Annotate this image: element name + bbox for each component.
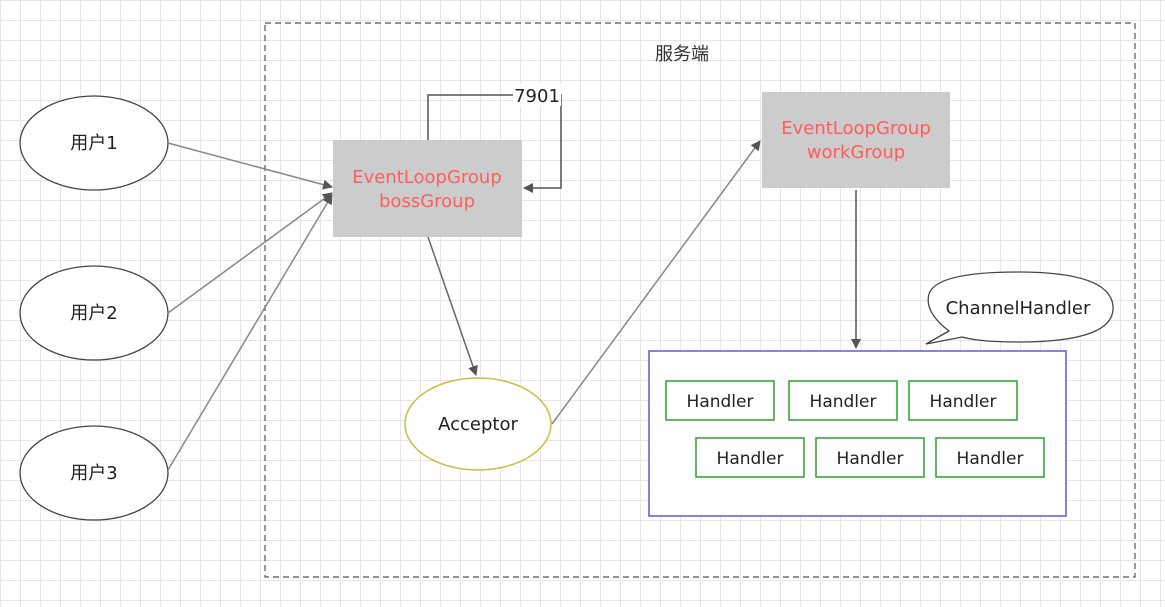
server-boundary [264,22,1136,578]
user-node-1: 用户1 [19,95,169,191]
worker-group-line1: EventLoopGroup [781,118,931,139]
server-title: 服务端 [655,44,709,65]
handler-label-2: Handler [810,392,877,412]
user-label-1: 用户1 [70,133,117,154]
user-node-2: 用户2 [19,265,169,361]
acceptor-label: Acceptor [438,414,518,435]
arrow-acceptor-worker [551,140,761,425]
handler-label-6: Handler [957,449,1024,469]
user-label-2: 用户2 [70,303,117,324]
port-label: 7901 [514,86,560,107]
arrow-user1-boss [167,142,333,190]
boss-group-line2: bossGroup [379,191,475,212]
handler-box-3: Handler [908,380,1018,421]
handler-box-5: Handler [815,437,925,478]
arrow-user2-boss [167,192,333,314]
handler-label-3: Handler [930,392,997,412]
handler-label-1: Handler [687,392,754,412]
handler-box-6: Handler [935,437,1045,478]
channel-handler-callout: ChannelHandler [925,271,1114,345]
boss-group-box [333,140,522,237]
handler-box-4: Handler [695,437,805,478]
user-label-3: 用户3 [70,463,117,484]
handler-container [648,350,1067,517]
worker-group-line2: workGroup [807,142,905,163]
acceptor-node: Acceptor [404,377,552,471]
arrow-boss-acceptor [427,236,478,376]
arrow-user3-boss [167,194,333,471]
handler-box-2: Handler [788,380,898,421]
boss-group-line1: EventLoopGroup [352,167,502,188]
handler-label-5: Handler [837,449,904,469]
handler-box-1: Handler [665,380,775,421]
handler-label-4: Handler [717,449,784,469]
worker-group-box [762,92,950,188]
channel-handler-label: ChannelHandler [946,298,1091,319]
user-node-3: 用户3 [19,425,169,521]
